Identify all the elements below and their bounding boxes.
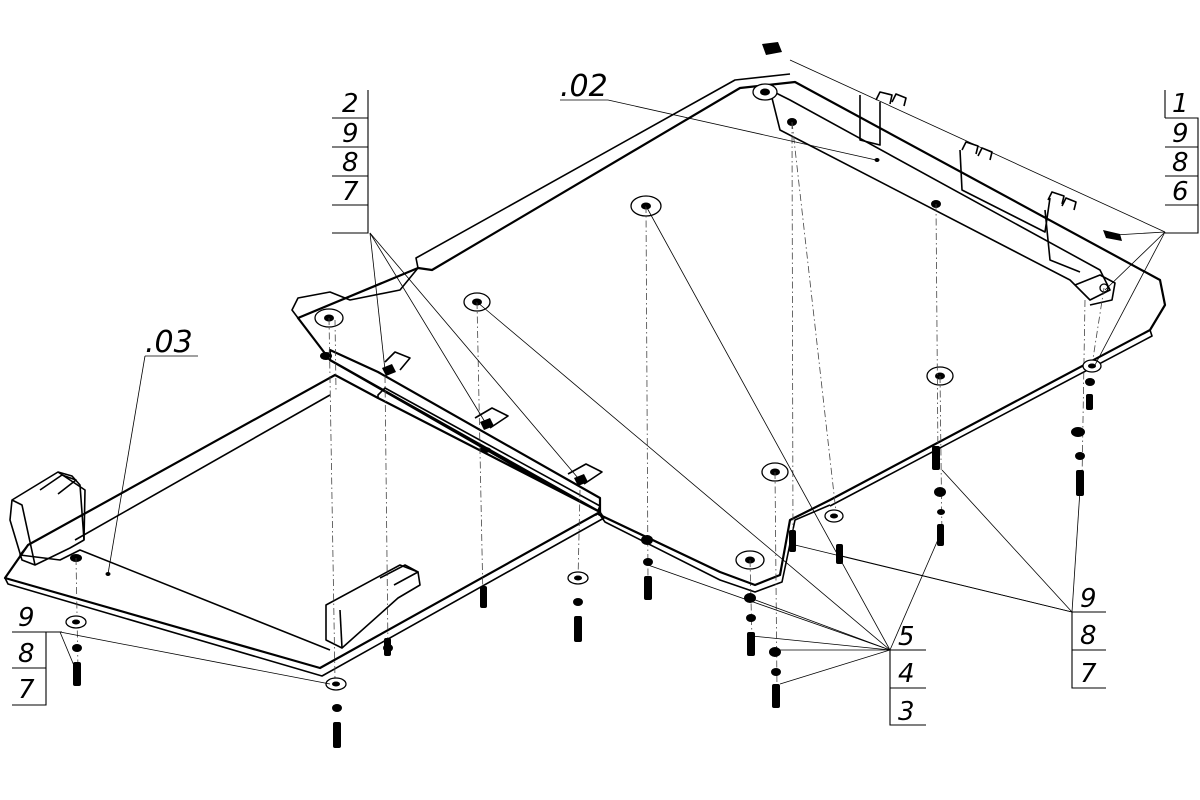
callout-right-top-2: 9 xyxy=(1172,119,1189,149)
callout-bottom-right-3: 7 xyxy=(1080,659,1097,689)
callout-left-top: 2 9 8 7 xyxy=(332,89,369,234)
axis-lines xyxy=(75,121,1105,691)
callout-bottom-center: 5 4 3 xyxy=(889,622,926,727)
fasteners xyxy=(65,359,1102,748)
callout-right-top-4: 6 xyxy=(1172,177,1189,207)
leader-lines xyxy=(59,59,1166,685)
callout-bottom-right-2: 8 xyxy=(1080,621,1097,651)
callout-bottom-left: 9 8 7 xyxy=(12,603,62,706)
callout-left-top-4: 7 xyxy=(342,177,359,207)
callout-bottom-left-1: 9 xyxy=(18,603,35,633)
part-label-main-plate: .02 xyxy=(560,69,608,104)
callout-bottom-right: 9 8 7 xyxy=(1071,584,1106,689)
callout-left-top-1: 2 xyxy=(342,89,359,119)
callout-bottom-center-1: 5 xyxy=(898,622,915,652)
callout-bottom-center-3: 3 xyxy=(898,697,915,727)
callout-right-top-3: 8 xyxy=(1172,148,1189,178)
callout-right-top-1: 1 xyxy=(1172,89,1189,119)
callout-bottom-left-2: 8 xyxy=(18,639,35,669)
front-skid-plate xyxy=(3,373,605,677)
callout-left-top-2: 9 xyxy=(342,119,359,149)
callout-bottom-center-2: 4 xyxy=(898,659,915,689)
callout-bottom-left-3: 7 xyxy=(18,675,35,705)
callout-right-top: 1 9 8 6 xyxy=(1164,89,1199,234)
part-label-front-plate: .03 xyxy=(145,325,193,360)
callout-bottom-right-1: 9 xyxy=(1080,584,1097,614)
callout-left-top-3: 8 xyxy=(342,148,359,178)
